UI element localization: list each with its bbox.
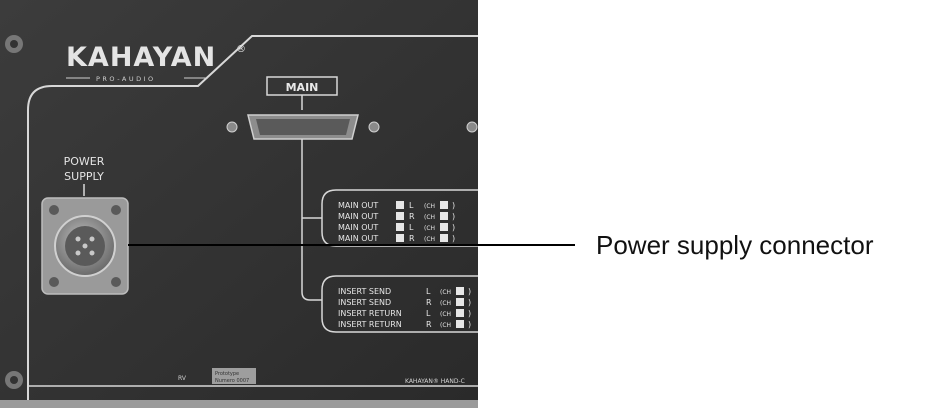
sticker-line2: Numero 0007 bbox=[215, 378, 249, 384]
svg-text:INSERT SEND: INSERT SEND bbox=[338, 298, 391, 307]
mount-screw-top-left bbox=[5, 35, 23, 53]
svg-text:): ) bbox=[468, 298, 471, 307]
callout-leader-line bbox=[128, 244, 575, 246]
brand-registered-mark: ® bbox=[236, 44, 246, 55]
prototype-sticker bbox=[212, 368, 256, 384]
svg-text:(CH: (CH bbox=[424, 236, 435, 243]
wiring-trunk bbox=[301, 139, 322, 301]
connector-screw-right-edge bbox=[466, 121, 478, 133]
svg-text:L: L bbox=[409, 223, 414, 232]
svg-text:): ) bbox=[452, 234, 455, 243]
main-out-row: MAIN OUT L (CH ) bbox=[338, 223, 455, 232]
panel-footer-text: KAHAYAN® HAND-C bbox=[405, 378, 465, 385]
main-label: MAIN bbox=[286, 81, 319, 94]
svg-text:): ) bbox=[468, 309, 471, 318]
power-supply-connector bbox=[41, 197, 129, 295]
svg-text:): ) bbox=[452, 201, 455, 210]
svg-text:MAIN OUT: MAIN OUT bbox=[338, 201, 378, 210]
db25-main-connector bbox=[226, 114, 380, 140]
svg-text:(CH: (CH bbox=[440, 300, 451, 307]
brand-subtitle: PRO-AUDIO bbox=[96, 75, 156, 83]
svg-text:(CH: (CH bbox=[440, 311, 451, 318]
svg-text:MAIN OUT: MAIN OUT bbox=[338, 234, 378, 243]
main-out-row: MAIN OUT L (CH ) bbox=[338, 201, 455, 210]
svg-text:(CH: (CH bbox=[424, 214, 435, 221]
svg-text:): ) bbox=[468, 287, 471, 296]
power-label-line1: POWER bbox=[64, 155, 105, 168]
svg-text:(CH: (CH bbox=[424, 225, 435, 232]
svg-text:INSERT SEND: INSERT SEND bbox=[338, 287, 391, 296]
svg-text:): ) bbox=[468, 320, 471, 329]
panel-bottom-edge bbox=[0, 400, 478, 408]
svg-text:L: L bbox=[409, 201, 414, 210]
panel-outline bbox=[27, 35, 478, 400]
insert-row: INSERT RETURN R (CH ) bbox=[338, 320, 471, 329]
svg-text:): ) bbox=[452, 212, 455, 221]
sticker-prefix: RV bbox=[178, 375, 187, 382]
main-out-row: MAIN OUT R (CH ) bbox=[338, 212, 455, 221]
svg-text:INSERT RETURN: INSERT RETURN bbox=[338, 320, 402, 329]
svg-text:MAIN OUT: MAIN OUT bbox=[338, 212, 378, 221]
svg-text:L: L bbox=[426, 309, 431, 318]
svg-text:INSERT RETURN: INSERT RETURN bbox=[338, 309, 402, 318]
power-label-line2: SUPPLY bbox=[64, 170, 104, 183]
svg-text:(CH: (CH bbox=[440, 322, 451, 329]
callout-label: Power supply connector bbox=[596, 230, 874, 260]
svg-text:(CH: (CH bbox=[440, 289, 451, 296]
svg-text:(CH: (CH bbox=[424, 203, 435, 210]
svg-text:R: R bbox=[426, 320, 432, 329]
svg-text:L: L bbox=[426, 287, 431, 296]
brand-logo: KAHAYAN bbox=[66, 42, 216, 73]
mount-screw-bottom-left bbox=[5, 371, 23, 389]
svg-text:R: R bbox=[409, 234, 415, 243]
main-out-row: MAIN OUT R (CH ) bbox=[338, 234, 455, 243]
insert-row: INSERT SEND R (CH ) bbox=[338, 298, 471, 307]
insert-row: INSERT RETURN L (CH ) bbox=[338, 309, 471, 318]
svg-text:R: R bbox=[409, 212, 415, 221]
svg-text:): ) bbox=[452, 223, 455, 232]
svg-text:MAIN OUT: MAIN OUT bbox=[338, 223, 378, 232]
svg-text:R: R bbox=[426, 298, 432, 307]
rear-panel-photo: KAHAYAN ® PRO-AUDIO MAIN MAIN OUT L (CH … bbox=[0, 0, 478, 408]
insert-row: INSERT SEND L (CH ) bbox=[338, 287, 471, 296]
insert-box bbox=[321, 275, 478, 333]
sticker-line1: Prototype bbox=[215, 371, 239, 377]
